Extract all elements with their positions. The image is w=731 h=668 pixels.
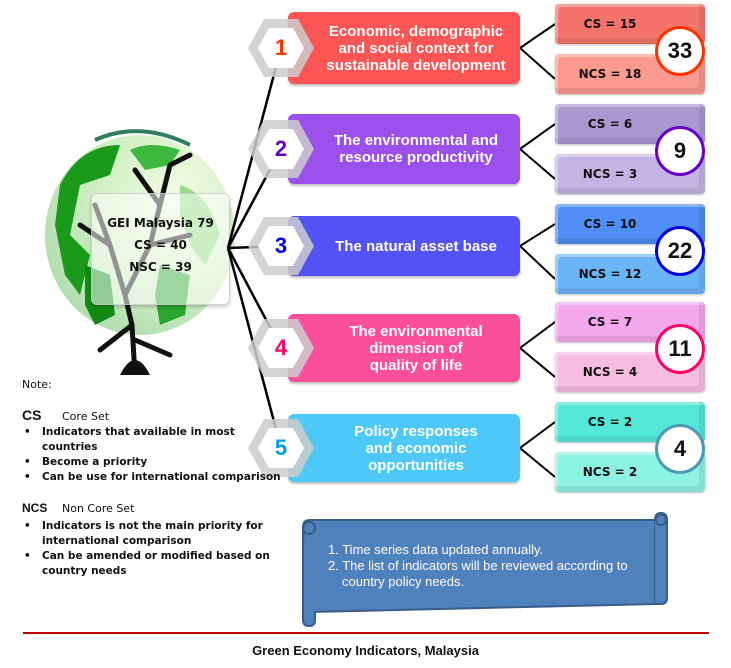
category-number: 1 (274, 35, 288, 60)
gei-summary-box: GEI Malaysia 79 CS = 40 NSC = 39 (91, 193, 230, 305)
ncs-name: Non Core Set (62, 502, 135, 515)
total-count-circle: 9 (655, 126, 705, 176)
hexagon-icon (248, 19, 314, 77)
category-number: 2 (274, 136, 288, 161)
category-label-line: resource productivity (339, 149, 493, 166)
gei-total: GEI Malaysia 79 (107, 216, 214, 230)
ncs-bullets: Indicators is not the main priority for … (22, 519, 282, 579)
footer-rule (23, 632, 709, 634)
bracket-line (518, 123, 556, 180)
category-label-line: sustainable development (326, 56, 506, 74)
hexagon-badge-4: 4 (247, 318, 315, 378)
cs-bullet: Indicators that available in most countr… (24, 425, 282, 455)
ncs-bullet: Indicators is not the main priority for … (24, 519, 282, 549)
category-number: 4 (274, 335, 288, 360)
category-label-line: and social context for (338, 39, 494, 57)
gei-cs-count: CS = 40 (134, 238, 187, 252)
scroll-banner (301, 512, 668, 627)
total-count-circle: 4 (655, 424, 705, 474)
category-label-line: The natural asset base (335, 237, 497, 255)
scroll-note-item: 2. The list of indicators will be review… (328, 558, 628, 589)
category-label-line: The environmental (349, 322, 483, 340)
cs-legend-head: CS Core Set (22, 407, 282, 423)
bracket-line (518, 321, 556, 378)
total-count-circle: 22 (655, 226, 705, 276)
cs-bullet: Can be use for international comparison (24, 470, 282, 485)
cs-bullet: Become a priority (24, 455, 282, 470)
total-count-circle: 11 (655, 324, 705, 374)
hexagon-icon (248, 217, 314, 275)
category-label-line: opportunities (368, 456, 464, 474)
hexagon-icon (248, 120, 314, 178)
bracket-line (518, 223, 556, 280)
cs-abbr: CS (22, 407, 42, 423)
notes-panel: Note: CS Core Set Indicators that availa… (22, 378, 282, 579)
bracket-line (518, 23, 556, 80)
hexagon-badge-1: 1 (247, 18, 315, 78)
scroll-note-item: 1. Time series data updated annually. (328, 542, 544, 557)
bracket-line (518, 421, 556, 478)
figure-caption: Green Economy Indicators, Malaysia (252, 643, 479, 658)
category-label-line: quality of life (369, 356, 463, 374)
scroll-notes: 1. Time series data updated annually. 2.… (328, 542, 668, 590)
gei-nsc-count: NSC = 39 (129, 260, 192, 274)
hexagon-icon (248, 319, 314, 377)
hexagon-badge-2: 2 (247, 119, 315, 179)
category-label-line: and economic (365, 439, 467, 457)
total-count-circle: 33 (655, 26, 705, 76)
hexagon-badge-3: 3 (247, 216, 315, 276)
category-number: 3 (274, 233, 288, 258)
cs-name: Core Set (62, 410, 110, 423)
category-box-3: The natural asset base (288, 216, 520, 276)
cs-bullets: Indicators that available in most countr… (22, 425, 282, 485)
notes-title: Note: (22, 378, 52, 391)
ncs-bullet: Can be amended or modified based on coun… (24, 549, 282, 579)
category-label-line: Policy responses (354, 422, 478, 440)
ncs-abbr: NCS (22, 501, 48, 515)
category-label-line: dimension of (369, 339, 463, 357)
category-label-line: Economic, demographic (328, 22, 504, 40)
category-label-line: The environmental and (333, 132, 499, 149)
ncs-legend-head: NCS Non Core Set (22, 501, 282, 515)
